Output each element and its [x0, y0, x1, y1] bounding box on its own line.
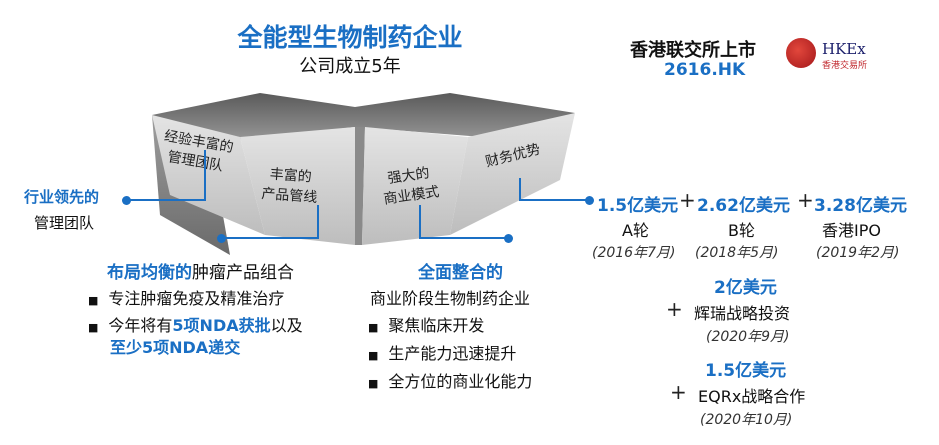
block-face-3	[362, 127, 468, 245]
pfizer-date: (2020年9月)	[706, 329, 790, 345]
eqrx-label: EQRx战略合作	[698, 387, 806, 406]
pfizer-amount: 2亿美元	[714, 278, 777, 298]
listing-label: 香港联交所上市	[630, 40, 756, 61]
funding-round-a-label: A轮	[622, 221, 649, 240]
hkex-logo-subtext: 香港交易所	[822, 61, 868, 71]
page-subtitle: 公司成立5年	[299, 56, 401, 77]
block-top-surface	[152, 93, 575, 143]
plus-sign: +	[670, 380, 687, 404]
business-bullet-3: ■全方位的商业化能力	[368, 372, 533, 391]
business-bullet-1: ■聚焦临床开发	[368, 316, 485, 335]
pipeline-title: 布局均衡的肿瘤产品组合	[107, 263, 294, 283]
business-title: 全面整合的	[418, 263, 503, 283]
funding-round-b-label: B轮	[728, 221, 755, 240]
block-gap	[355, 127, 365, 245]
business-subtitle: 商业阶段生物制药企业	[370, 289, 531, 308]
management-highlight: 行业领先的	[24, 188, 100, 206]
eqrx-date: (2020年10月)	[700, 412, 793, 428]
connector-dot-business	[504, 234, 513, 243]
plus-sign: +	[679, 188, 696, 212]
block-face-1	[152, 115, 265, 235]
funding-ipo-date: (2019年2月)	[816, 245, 900, 261]
funding-round-b-date: (2018年5月)	[695, 245, 779, 261]
pipeline-bullet-2-cont: 至少5项NDA递交	[110, 338, 241, 357]
block-face-4	[450, 113, 575, 235]
eqrx-amount: 1.5亿美元	[705, 361, 787, 381]
plus-sign: +	[666, 297, 683, 321]
funding-ipo-label: 香港IPO	[822, 221, 881, 240]
block-face-2	[240, 127, 355, 245]
funding-ipo-amount: 3.28亿美元	[814, 196, 907, 216]
business-bullet-2: ■生产能力迅速提升	[368, 344, 517, 363]
management-text: 管理团队	[34, 214, 95, 232]
hkex-logo-text: HKEx	[822, 40, 866, 58]
connector-dot-financial	[585, 196, 594, 205]
page-title: 全能型生物制药企业	[237, 23, 463, 52]
pipeline-bullet-2: ■今年将有5项NDA获批以及	[88, 316, 303, 335]
pfizer-label: 辉瑞战略投资	[694, 304, 791, 323]
hkex-logo-icon	[786, 38, 816, 68]
connector-dot-management	[122, 196, 131, 205]
ticker-symbol: 2616.HK	[664, 60, 746, 80]
funding-round-a-amount: 1.5亿美元	[597, 196, 679, 216]
connector-dot-pipeline	[217, 234, 226, 243]
plus-sign: +	[797, 188, 814, 212]
pillar-blocks-graphic	[152, 93, 575, 255]
funding-round-a-date: (2016年7月)	[592, 245, 676, 261]
funding-round-b-amount: 2.62亿美元	[697, 196, 790, 216]
pipeline-bullet-1: ■专注肿瘤免疫及精准治疗	[88, 289, 285, 308]
